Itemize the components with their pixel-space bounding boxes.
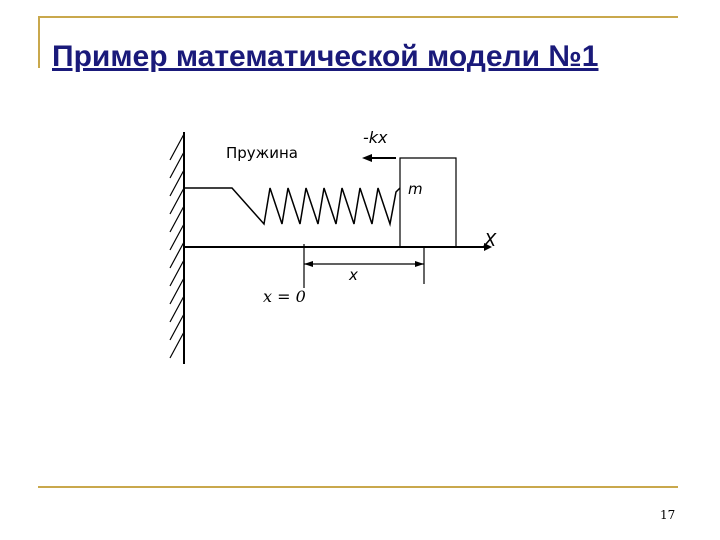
origin-label: x = 0	[263, 287, 306, 306]
mass-label: m	[408, 180, 423, 198]
x-axis-arrow-head	[484, 243, 492, 251]
axis-label: X	[484, 230, 497, 251]
wall-hatching	[169, 133, 185, 359]
force-arrow-head	[362, 154, 372, 162]
displacement-label: x	[349, 266, 358, 284]
frame-left-line	[38, 16, 40, 68]
slide-title: Пример математической модели №1	[52, 40, 599, 73]
mass-block	[399, 157, 457, 247]
displacement-arrow-right	[415, 261, 424, 267]
frame-bottom-line	[38, 486, 678, 488]
page-number: 17	[660, 508, 676, 522]
spring-label: Пружина	[226, 144, 298, 162]
displacement-arrow-left	[304, 261, 313, 267]
force-label: -kx	[363, 128, 388, 147]
spring-coil	[184, 187, 401, 227]
frame-top-line	[38, 16, 678, 18]
